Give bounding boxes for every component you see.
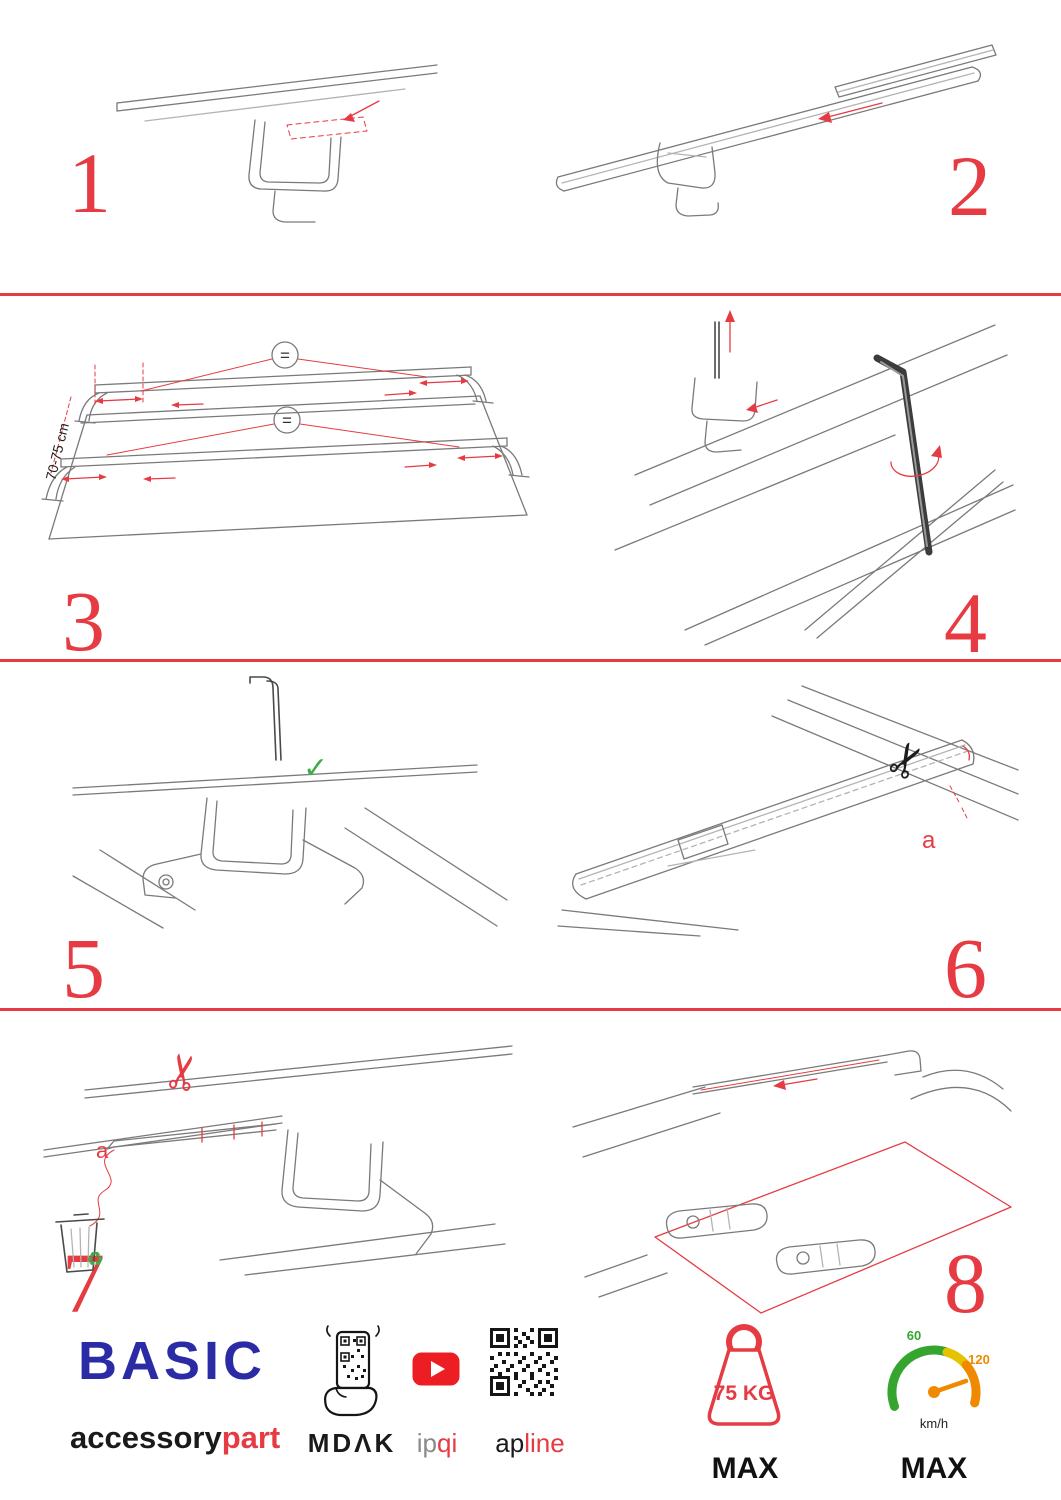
step-1-drawing: [116, 64, 438, 223]
roof-lines: [572, 1069, 1012, 1298]
label-a: a: [922, 827, 936, 854]
discard-cord: [89, 1149, 115, 1227]
phone-qr-icon: [310, 1324, 394, 1425]
step-5-drawing: ✓: [72, 676, 508, 929]
step-6-number: 6: [944, 920, 987, 1016]
step-4-number: 4: [944, 575, 987, 671]
weight-value: 75 KG: [714, 1382, 775, 1405]
roof-lines: [614, 324, 1016, 646]
distance-measure: 70-75 cm: [42, 396, 72, 482]
step-3-drawing: = = 70-75 cm: [41, 341, 530, 540]
section-divider-3: [0, 1008, 1061, 1011]
clamp-with-pin: [691, 321, 758, 453]
brand-ip: ip: [416, 1428, 437, 1458]
step-2-number: 2: [948, 138, 991, 234]
weight-icon: 75 KG: [692, 1320, 797, 1450]
strap: [106, 1121, 277, 1150]
step-7-drawing: ✂ a ♻: [43, 1045, 513, 1276]
foot-clamp: [656, 142, 719, 217]
step-6-drawing: ✂ a: [557, 685, 1019, 937]
push-arrow: [746, 399, 778, 413]
equal-sign: =: [280, 346, 290, 365]
brand-accessorypart: accessorypart: [70, 1420, 310, 1456]
step-1-number: 1: [68, 135, 111, 231]
aero-bar: [572, 739, 975, 900]
step-7-number: 7: [62, 1235, 105, 1331]
brand-ipqi: ipqi: [404, 1428, 470, 1459]
roof-bar: [555, 66, 982, 192]
step-8-drawing: [572, 1050, 1012, 1314]
youtube-icon: [412, 1352, 460, 1391]
rear-bar: [692, 1050, 922, 1095]
rail-channel: [804, 469, 1004, 639]
clamp-assembly: [142, 797, 365, 905]
brand-mdak: MDΛK: [307, 1428, 397, 1458]
insert-arrow: [725, 310, 735, 353]
equal-callout-front: =: [140, 341, 428, 392]
weight-max-label: MAX: [711, 1452, 779, 1485]
trash-bin-icon: [55, 1213, 105, 1273]
equal-callout-rear: =: [106, 406, 460, 456]
alignment-frame: [654, 1141, 1012, 1314]
clamp-bracket: [281, 1129, 434, 1255]
step-3-number: 3: [62, 573, 105, 669]
clamp-piece-1: [665, 1203, 768, 1239]
qr-code-icon: [490, 1328, 558, 1401]
brand-qi: qi: [437, 1428, 458, 1458]
step-2-drawing: [555, 44, 997, 217]
brand-ap: ap: [495, 1428, 525, 1458]
crossbar-front: [74, 366, 494, 424]
brand-accessory: accessory: [70, 1420, 222, 1455]
frame-lines: [72, 764, 508, 929]
allen-key-icon: [873, 354, 933, 556]
speed-60-label: 60: [907, 1328, 921, 1343]
clamp-piece-2: [775, 1239, 876, 1275]
cut-strip-end: [949, 745, 971, 821]
roof-frame-lines: [116, 64, 438, 122]
support-foot: [667, 824, 756, 867]
slide-arrow: [818, 102, 883, 123]
brand-apline: apline: [484, 1428, 576, 1459]
step-5-number: 5: [62, 920, 105, 1016]
crossbar-rear: [41, 437, 530, 502]
scissors-icon: ✂: [155, 1048, 214, 1097]
bar-arrow: [773, 1078, 818, 1090]
clamp-bracket: [248, 119, 342, 223]
locating-pin: [249, 676, 282, 761]
frame-lines: [43, 1045, 513, 1276]
recycle-icon: ♻: [86, 1249, 104, 1271]
step-8-number: 8: [944, 1235, 987, 1331]
brand-basic: BASIC: [78, 1331, 267, 1391]
section-divider-2: [0, 659, 1061, 662]
brand-line: line: [524, 1428, 565, 1458]
speed-unit-label: km/h: [920, 1416, 948, 1431]
check-icon: ✓: [303, 752, 328, 785]
rail-lines: [557, 685, 1019, 937]
step-4-drawing: [614, 310, 1016, 646]
speed-max-label: MAX: [900, 1452, 968, 1485]
section-divider-1: [0, 293, 1061, 296]
equal-sign: =: [282, 411, 292, 430]
dimension-marks: [61, 362, 503, 482]
rotate-arrow: [890, 445, 942, 477]
end-strip: [834, 44, 997, 98]
brand-part: part: [221, 1420, 281, 1455]
speed-120-label: 120: [968, 1352, 990, 1367]
speedometer-icon: 60 120 km/h: [878, 1326, 990, 1443]
car-roof-outline: [48, 395, 528, 540]
label-a: a: [96, 1138, 109, 1163]
insert-plate: [286, 100, 380, 140]
